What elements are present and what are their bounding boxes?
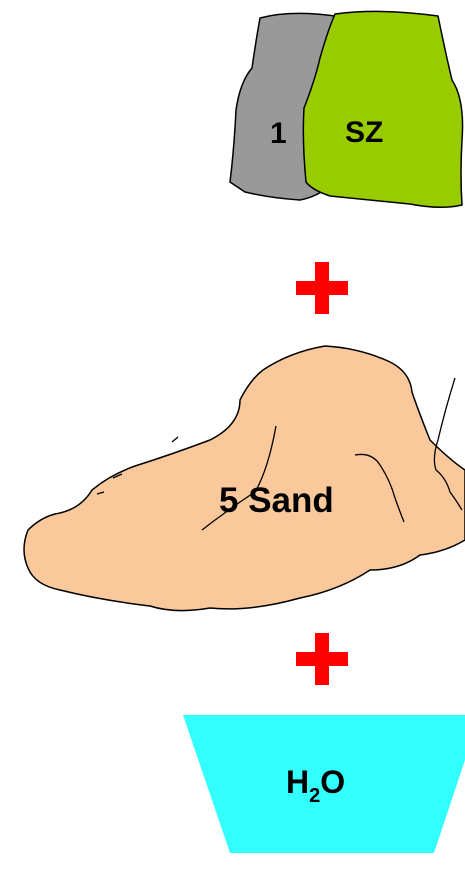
cement-block-label: 1 (270, 117, 287, 150)
sz-block: SZ (303, 11, 462, 207)
water-formula-o: O (320, 764, 345, 800)
sand-pile: 5 Sand (24, 346, 465, 611)
water-formula-sub: 2 (309, 785, 320, 807)
sz-block-label: SZ (345, 116, 383, 149)
water-container: H2O (183, 715, 465, 853)
water-formula-h: H (286, 764, 309, 800)
sand-label: 5 Sand (219, 481, 334, 520)
sand-pile-shape (24, 346, 465, 611)
sz-block-shape (303, 11, 462, 207)
